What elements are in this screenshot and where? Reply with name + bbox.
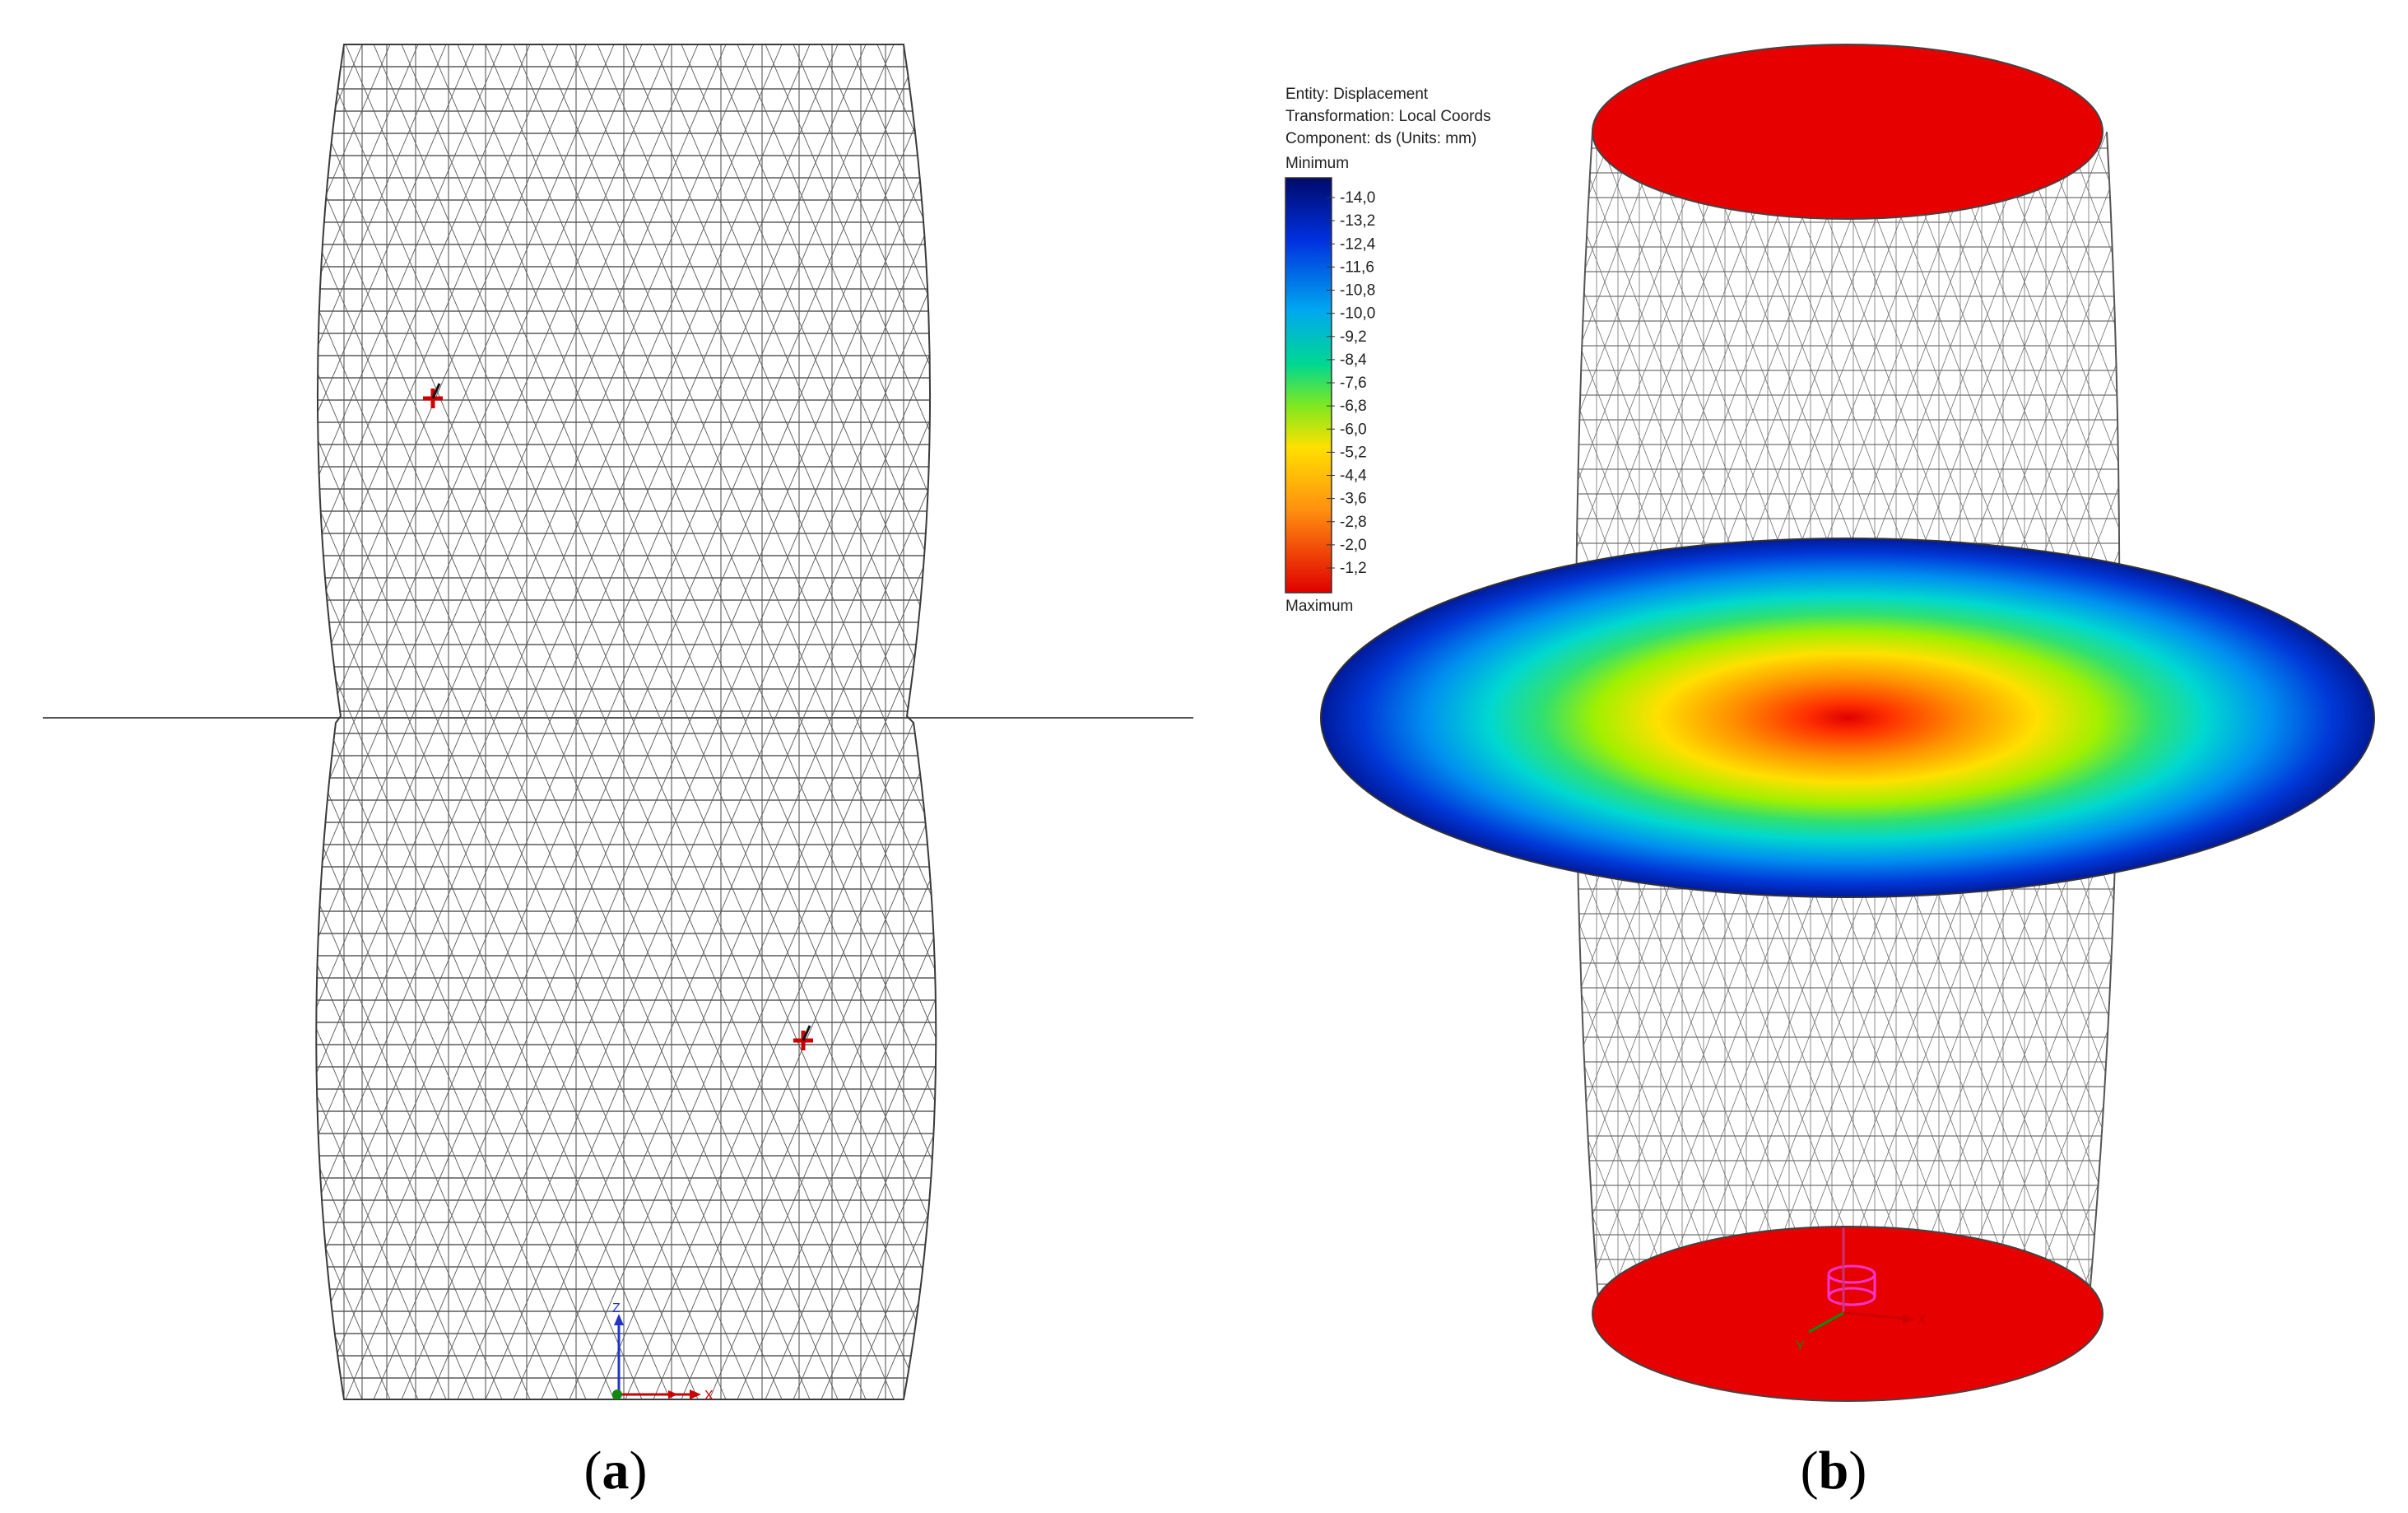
legend-level-3: -12,4 (1340, 235, 1376, 253)
legend-level-2: -13,2 (1340, 212, 1375, 230)
legend-transformation: Transformation: Local Coords (1285, 108, 1491, 125)
coordinate-triad-a: Z X (612, 1301, 714, 1403)
axis-label-x: X (704, 1389, 714, 1403)
panel-a-wireframe: Z X (a) (43, 44, 1193, 1501)
legend-level-16: -2,0 (1340, 537, 1367, 554)
displacement-contour-disc (1320, 538, 2375, 898)
legend-level-12: -5,2 (1340, 444, 1367, 461)
legend-level-13: -4,4 (1340, 468, 1367, 485)
axis-label-z: Z (612, 1301, 621, 1315)
cylinder-outline-a (315, 44, 937, 1400)
legend-level-17: -1,2 (1340, 560, 1367, 577)
node-marker-upper (423, 383, 443, 408)
panel-caption-a: (a) (584, 1441, 648, 1501)
legend-level-8: -8,4 (1340, 351, 1367, 369)
axis-label-y-b: Y (1796, 1339, 1805, 1353)
top-loading-plate (1592, 44, 2104, 220)
legend-component: Component: ds (Units: mm) (1285, 130, 1476, 147)
legend-level-1: -14,0 (1340, 189, 1375, 207)
legend-level-11: -6,0 (1340, 421, 1367, 438)
legend-level-6: -10,0 (1340, 305, 1375, 323)
legend-level-15: -2,8 (1340, 514, 1367, 531)
panel-b-displacement-plot: X Y Entity: Displacement Transformation:… (1285, 44, 2375, 1501)
legend-color-bar (1285, 177, 1332, 594)
legend-level-10: -6,8 (1340, 398, 1367, 415)
contour-legend: Entity: Displacement Transformation: Loc… (1285, 86, 1491, 615)
axis-label-x-b: X (1918, 1313, 1927, 1327)
legend-level-7: -9,2 (1340, 328, 1367, 346)
legend-maximum-label: Maximum (1285, 598, 1353, 615)
legend-level-14: -3,6 (1340, 491, 1367, 508)
legend-entity: Entity: Displacement (1285, 86, 1429, 103)
coordinate-triad-b: X Y (1796, 1228, 1927, 1353)
legend-level-4: -11,6 (1340, 258, 1374, 276)
panel-caption-b: (b) (1801, 1441, 1867, 1501)
legend-level-labels: -14,0 -13,2 -12,4 -11,6 -10,8 -10,0 -9,2 -8,4 -7… (1327, 189, 1376, 577)
legend-level-5: -10,8 (1340, 282, 1375, 300)
legend-minimum-label: Minimum (1285, 155, 1349, 172)
node-marker-lower (793, 1025, 813, 1050)
cylinder-lattice-front-view (316, 44, 937, 1399)
legend-level-9: -7,6 (1340, 375, 1367, 392)
